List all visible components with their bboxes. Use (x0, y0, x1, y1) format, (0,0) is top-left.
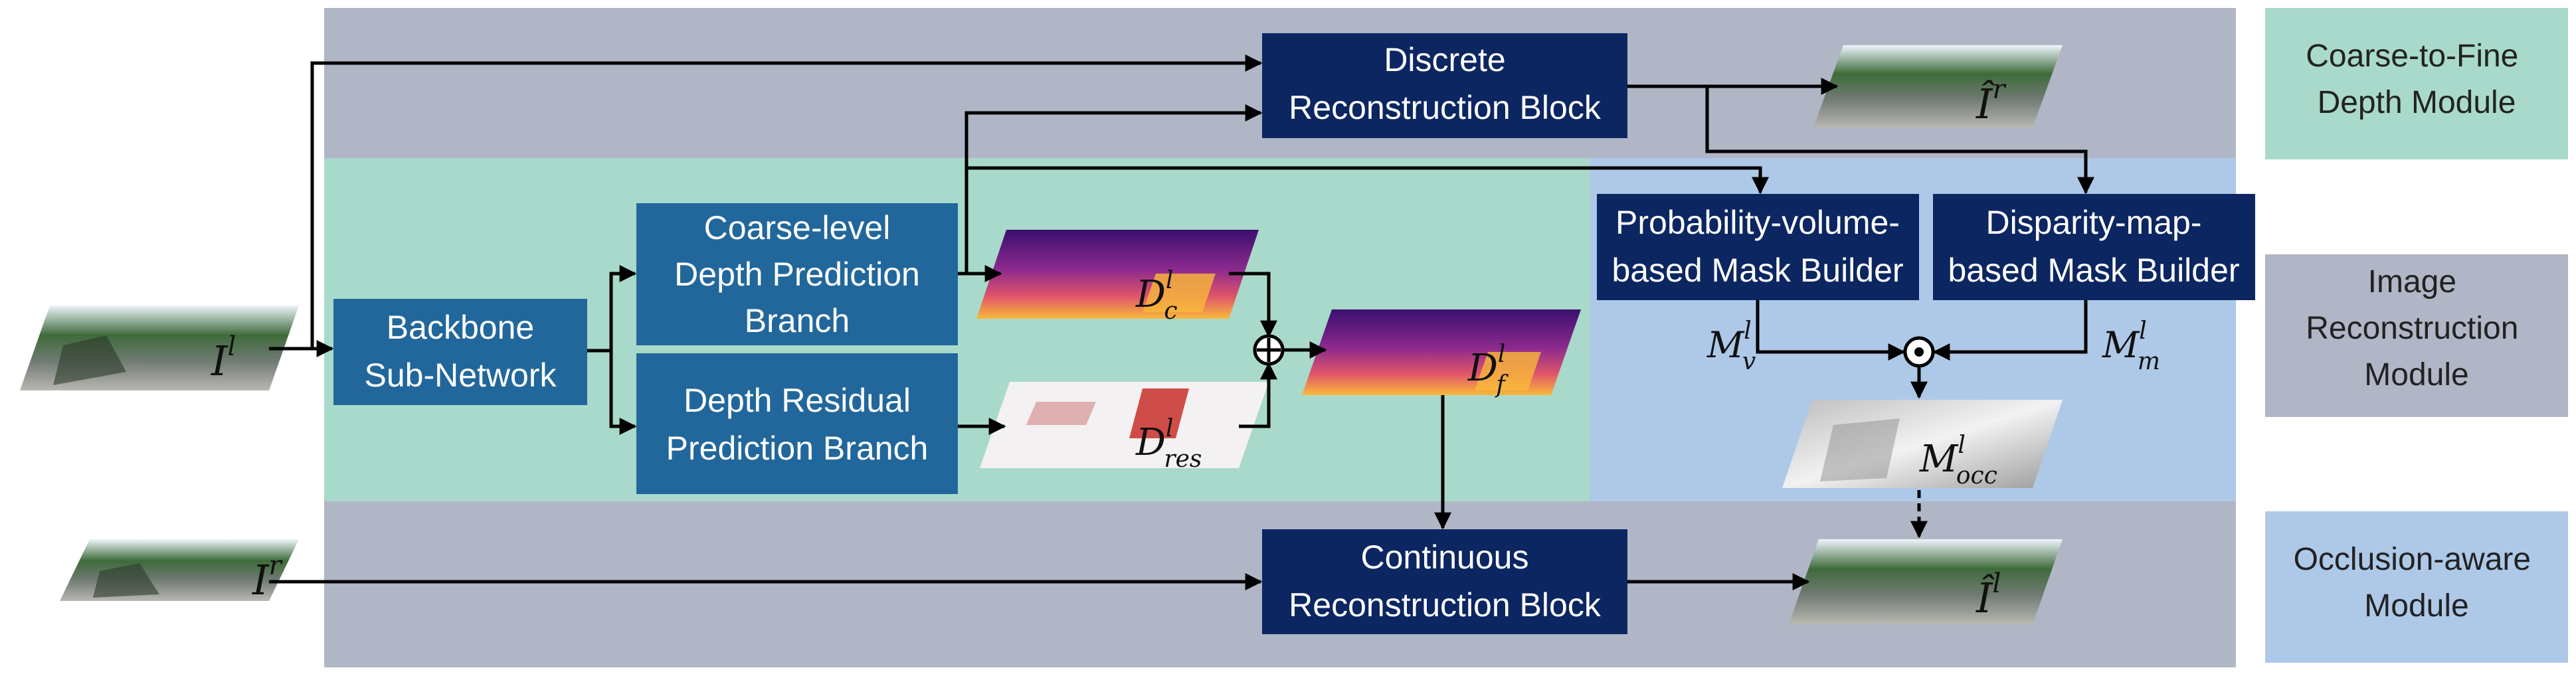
sum-operator (1253, 334, 1285, 366)
legend-occlusion-aware (2265, 511, 2568, 663)
svg-text:Îr: Îr (1976, 74, 2007, 128)
left-input-image: Il (20, 305, 299, 390)
right-input-image: Ir (60, 539, 299, 604)
svg-text:Il: Il (211, 331, 236, 385)
reconstructed-left-image: Îl (1789, 539, 2063, 624)
legend-coarse-to-fine-label: Coarse-to-Fine Depth Module (2306, 39, 2527, 120)
legend-image-reconstruction (2265, 254, 2568, 417)
svg-text:Îl: Îl (1976, 568, 2001, 622)
svg-text:Dlf: Dlf (1467, 341, 1509, 398)
probability-mask-builder: Probability-volume-based Mask Builder (1597, 194, 1919, 300)
svg-text:Dlc: Dlc (1135, 267, 1178, 325)
reconstructed-right-image: Îr (1813, 45, 2063, 128)
connectors (269, 54, 2094, 590)
svg-text:Ir: Ir (252, 551, 284, 604)
disparity-mask-builder: Disparity-map-based Mask Builder (1933, 194, 2255, 300)
legend-coarse-to-fine (2265, 8, 2568, 159)
svg-text:Probability-volume-based Mask: Probability-volume-based Mask Builder (1611, 204, 1903, 289)
legend-image-reconstruction-label: Image Reconstruction Module (2306, 264, 2528, 392)
elementwise-product-operator (1903, 336, 1935, 368)
svg-text:Disparity-map-based Mask Build: Disparity-map-based Mask Builder (1948, 204, 2239, 289)
legend-occlusion-aware-label: Occlusion-aware Module (2294, 542, 2540, 624)
